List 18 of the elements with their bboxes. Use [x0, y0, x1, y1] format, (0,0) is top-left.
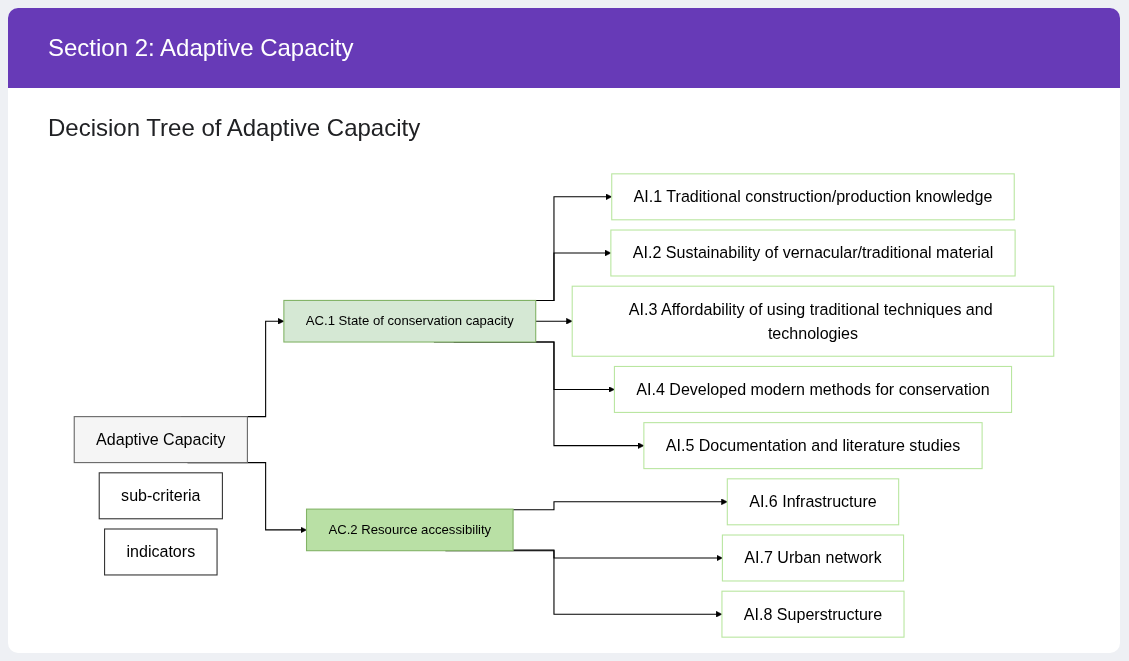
- node-box: AI.3 Affordability of using traditional techniques and technologies: [571, 285, 1055, 357]
- node-box: AI.1 Traditional construction/production knowledge: [611, 173, 1015, 221]
- node-box: AI.5 Documentation and literature studies: [643, 422, 983, 470]
- arrow: [535, 318, 573, 325]
- arrow: [512, 549, 723, 562]
- node-box: indicators: [104, 528, 218, 576]
- title-bar: Section 2: Adaptive Capacity: [8, 8, 1120, 88]
- diagram-heading: Decision Tree of Adaptive Capacity: [48, 114, 422, 142]
- arrow: [512, 498, 728, 511]
- node-box: AI.7 Urban network: [721, 534, 905, 582]
- node-box: sub-criteria: [98, 472, 223, 520]
- node-box: AI.4 Developed modern methods for conservation: [613, 365, 1013, 413]
- node-box: AI.2 Sustainability of vernacular/traditional material: [610, 229, 1016, 277]
- node-box: AI.6 Infrastructure: [726, 478, 900, 526]
- node-box: AC.2 Resource accessibility: [305, 508, 514, 552]
- node-box: AC.1 State of conservation capacity: [283, 299, 537, 343]
- node-box: AI.8 Superstructure: [721, 590, 905, 638]
- node-box: Adaptive Capacity: [73, 416, 248, 464]
